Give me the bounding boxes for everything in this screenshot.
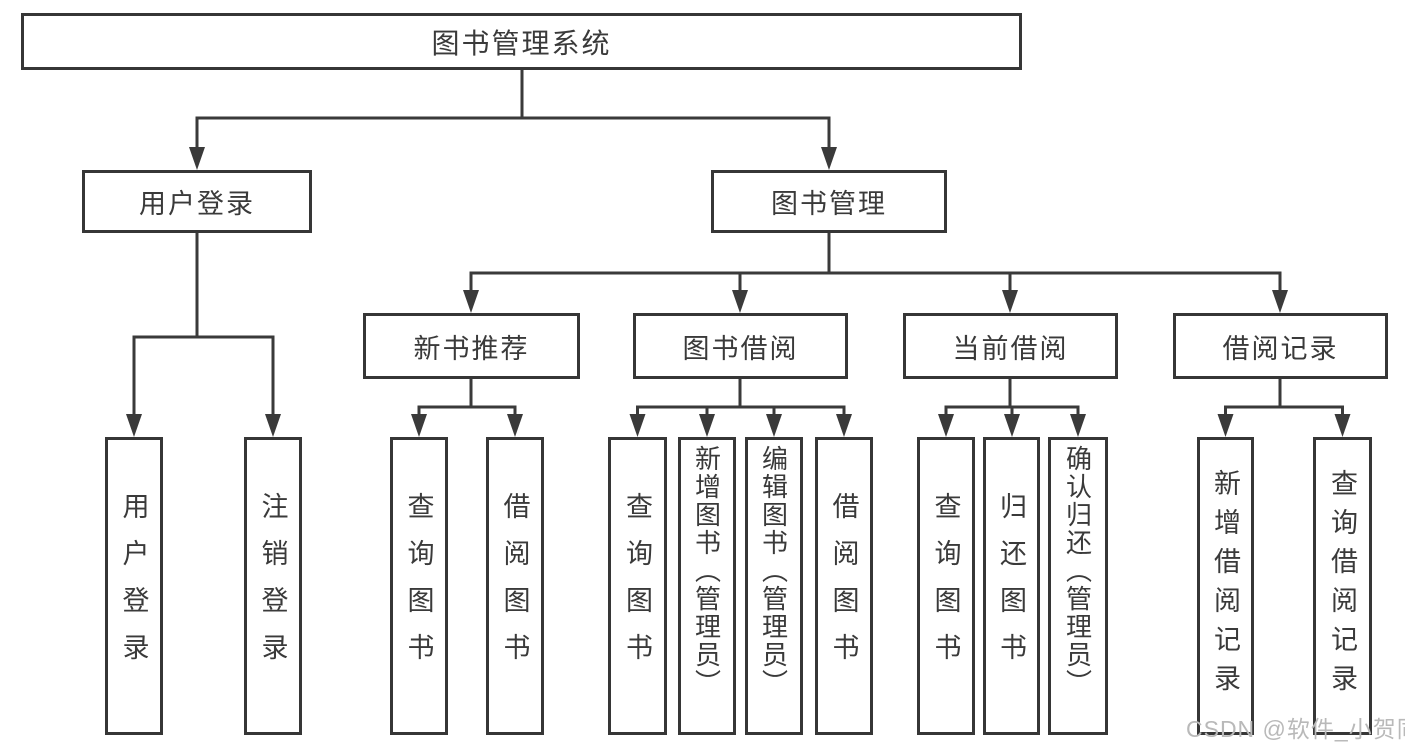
node-user-login: 用户登录	[82, 170, 312, 233]
node-label: 借阅图书	[499, 492, 530, 680]
connector-user-login-children	[132, 232, 275, 420]
leaf-user-login: 用户登录	[105, 437, 163, 735]
node-label: 新增图书（管理员）	[691, 445, 722, 697]
node-label: 查询图书	[622, 492, 652, 680]
node-label: 借阅记录	[1222, 333, 1339, 364]
leaf-return-book: 归还图书	[983, 437, 1040, 735]
connector-new-book-recommend-children	[417, 378, 517, 420]
leaf-edit-book-admin: 编辑图书（管理员）	[745, 437, 803, 735]
node-label: 查询图书	[930, 492, 961, 680]
node-label: 图书借阅	[682, 333, 799, 364]
leaf-confirm-return-admin: 确认归还（管理员）	[1048, 437, 1108, 735]
node-label: 借阅图书	[828, 492, 859, 680]
node-label: 确认归还（管理员）	[1062, 445, 1093, 697]
node-label: 编辑图书（管理员）	[758, 445, 789, 697]
connector-book-management-children	[469, 232, 1282, 296]
node-label: 用户登录	[139, 189, 255, 219]
node-label: 图书管理	[771, 189, 887, 219]
node-new-book-recommend: 新书推荐	[363, 313, 580, 379]
node-label: 用户登录	[118, 492, 149, 680]
leaf-borrow-book: 借阅图书	[815, 437, 873, 735]
leaf-query-book-recommend: 查询图书	[390, 437, 448, 735]
leaf-query-borrow-record: 查询借阅记录	[1313, 437, 1372, 735]
csdn-watermark: CSDN @软件_小贺同学	[1186, 716, 1405, 742]
connector-current-borrow-children	[944, 378, 1080, 420]
leaf-logout: 注销登录	[244, 437, 302, 735]
node-label: 查询图书	[403, 492, 434, 680]
node-label: 新增借阅记录	[1210, 469, 1240, 703]
leaf-add-borrow-record: 新增借阅记录	[1197, 437, 1254, 735]
node-label: 当前借阅	[952, 333, 1069, 364]
leaf-query-book-current: 查询图书	[917, 437, 975, 735]
node-label: 查询借阅记录	[1327, 469, 1357, 703]
connector-book-borrow-children	[636, 378, 846, 420]
connector-root-to-level2	[195, 69, 831, 152]
node-current-borrow: 当前借阅	[903, 313, 1118, 379]
node-label: 归还图书	[996, 492, 1026, 680]
node-book-borrow: 图书借阅	[633, 313, 848, 379]
arrowheads	[126, 147, 1351, 437]
leaf-query-book-borrow: 查询图书	[608, 437, 667, 735]
node-label: 注销登录	[257, 492, 288, 680]
leaf-add-book-admin: 新增图书（管理员）	[678, 437, 736, 735]
node-borrow-record: 借阅记录	[1173, 313, 1388, 379]
connector-borrow-record-children	[1224, 378, 1344, 420]
node-label: 图书管理系统	[431, 27, 612, 59]
leaf-borrow-book-recommend: 借阅图书	[486, 437, 544, 735]
node-book-management: 图书管理	[711, 170, 947, 233]
node-library-management-system: 图书管理系统	[21, 13, 1022, 70]
node-label: 新书推荐	[413, 333, 530, 364]
